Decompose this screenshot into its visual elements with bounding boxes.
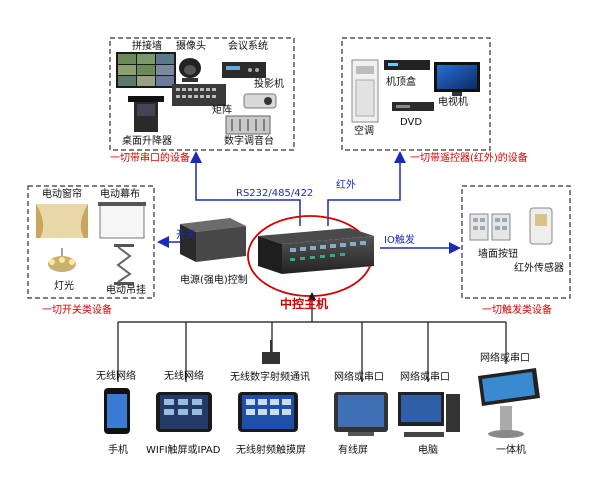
mixer-label: 数字调音台 <box>224 136 274 147</box>
projection-screen-image <box>98 202 146 239</box>
ac-label: 空调 <box>354 126 374 137</box>
matrix-label: 矩阵 <box>212 105 232 116</box>
terminal-wired-link: 网络或串口 <box>334 372 384 383</box>
switch-group-frame <box>27 185 155 299</box>
set-top-box-label: 机顶盒 <box>386 77 416 88</box>
dvd-label: DVD <box>400 117 423 128</box>
terminal-phone-link: 无线网络 <box>96 371 136 382</box>
ir-group-frame <box>341 37 491 151</box>
terminal-ipad-label: WIFI触屏或IPAD <box>146 445 221 456</box>
video-wall-label: 拼接墙 <box>132 41 162 52</box>
desk-lift-image <box>128 96 164 132</box>
power-control-device <box>180 218 246 262</box>
serial-group-frame <box>109 37 295 151</box>
matrix-image <box>172 84 226 106</box>
wired-screen-image <box>334 392 388 436</box>
ipad-image <box>156 392 212 432</box>
kiosk-image <box>478 368 540 438</box>
switch-group-title: 一切开关类设备 <box>42 305 112 316</box>
wall-button-label: 墙面按钮 <box>478 249 518 260</box>
terminal-kiosk-label: 一体机 <box>496 445 526 456</box>
trigger-group-title: 一切触发类设备 <box>482 305 552 316</box>
wall-panel-image <box>469 213 511 241</box>
ir-sensor-label: 红外传感器 <box>514 263 564 274</box>
dvd-image <box>392 102 434 111</box>
terminal-rf-label: 无线射频触摸屏 <box>236 445 306 456</box>
ir-link-line <box>327 151 406 226</box>
trigger-group-frame <box>461 185 571 299</box>
air-conditioner-image <box>351 59 379 123</box>
terminal-kiosk-link: 网络或串口 <box>480 353 530 364</box>
desk-lift-label: 桌面升降器 <box>122 136 172 147</box>
camera-image <box>179 58 201 82</box>
screen-label: 电动幕布 <box>100 189 140 200</box>
ir-group-title: 一切带遥控器(红外)的设备 <box>410 153 528 164</box>
phone-image <box>104 388 130 434</box>
controller-device <box>258 228 374 274</box>
camera-label: 摄像头 <box>176 41 206 52</box>
terminal-rf-link: 无线数字射频通讯 <box>230 372 310 383</box>
rf-touchscreen-image <box>238 392 298 432</box>
serial-link-line <box>190 151 301 226</box>
tv-image <box>434 62 480 96</box>
ir-link-label: 红外 <box>336 180 356 191</box>
terminal-ipad-link: 无线网络 <box>164 371 204 382</box>
light-label: 灯光 <box>54 281 74 292</box>
hanger-label: 电动吊挂 <box>106 285 146 296</box>
terminal-pc-label: 电脑 <box>418 445 438 456</box>
projector-label: 投影机 <box>254 79 284 90</box>
ir-sensor-image <box>529 207 553 245</box>
hanger-image <box>114 244 134 285</box>
terminal-phone-label: 手机 <box>108 445 128 456</box>
controller-label: 中控主机 <box>280 297 329 311</box>
computer-image <box>398 392 460 437</box>
serial-link-label: RS232/485/422 <box>236 188 314 199</box>
video-wall-image <box>116 52 176 88</box>
terminal-pc-link: 网络或串口 <box>400 372 450 383</box>
terminal-wired-label: 有线屏 <box>338 445 368 456</box>
curtain-image <box>36 204 88 238</box>
serial-group-title: 一切带串口的设备 <box>110 153 190 164</box>
bus-up-arrow <box>308 292 316 300</box>
power-control-label: 电源(强电)控制 <box>180 275 248 286</box>
rf-antenna-image <box>262 340 280 364</box>
set-top-box-image <box>384 60 430 70</box>
conference-system-label: 会议系统 <box>228 41 268 52</box>
mixer-image <box>225 115 271 135</box>
curtain-label: 电动窗帘 <box>42 189 82 200</box>
switch-link-label: 开关 <box>176 230 196 241</box>
conference-system-image <box>222 62 266 78</box>
trigger-link-label: IO触发 <box>384 235 415 246</box>
projector-image <box>243 93 277 109</box>
chandelier-image <box>48 248 76 272</box>
tv-label: 电视机 <box>438 97 468 108</box>
